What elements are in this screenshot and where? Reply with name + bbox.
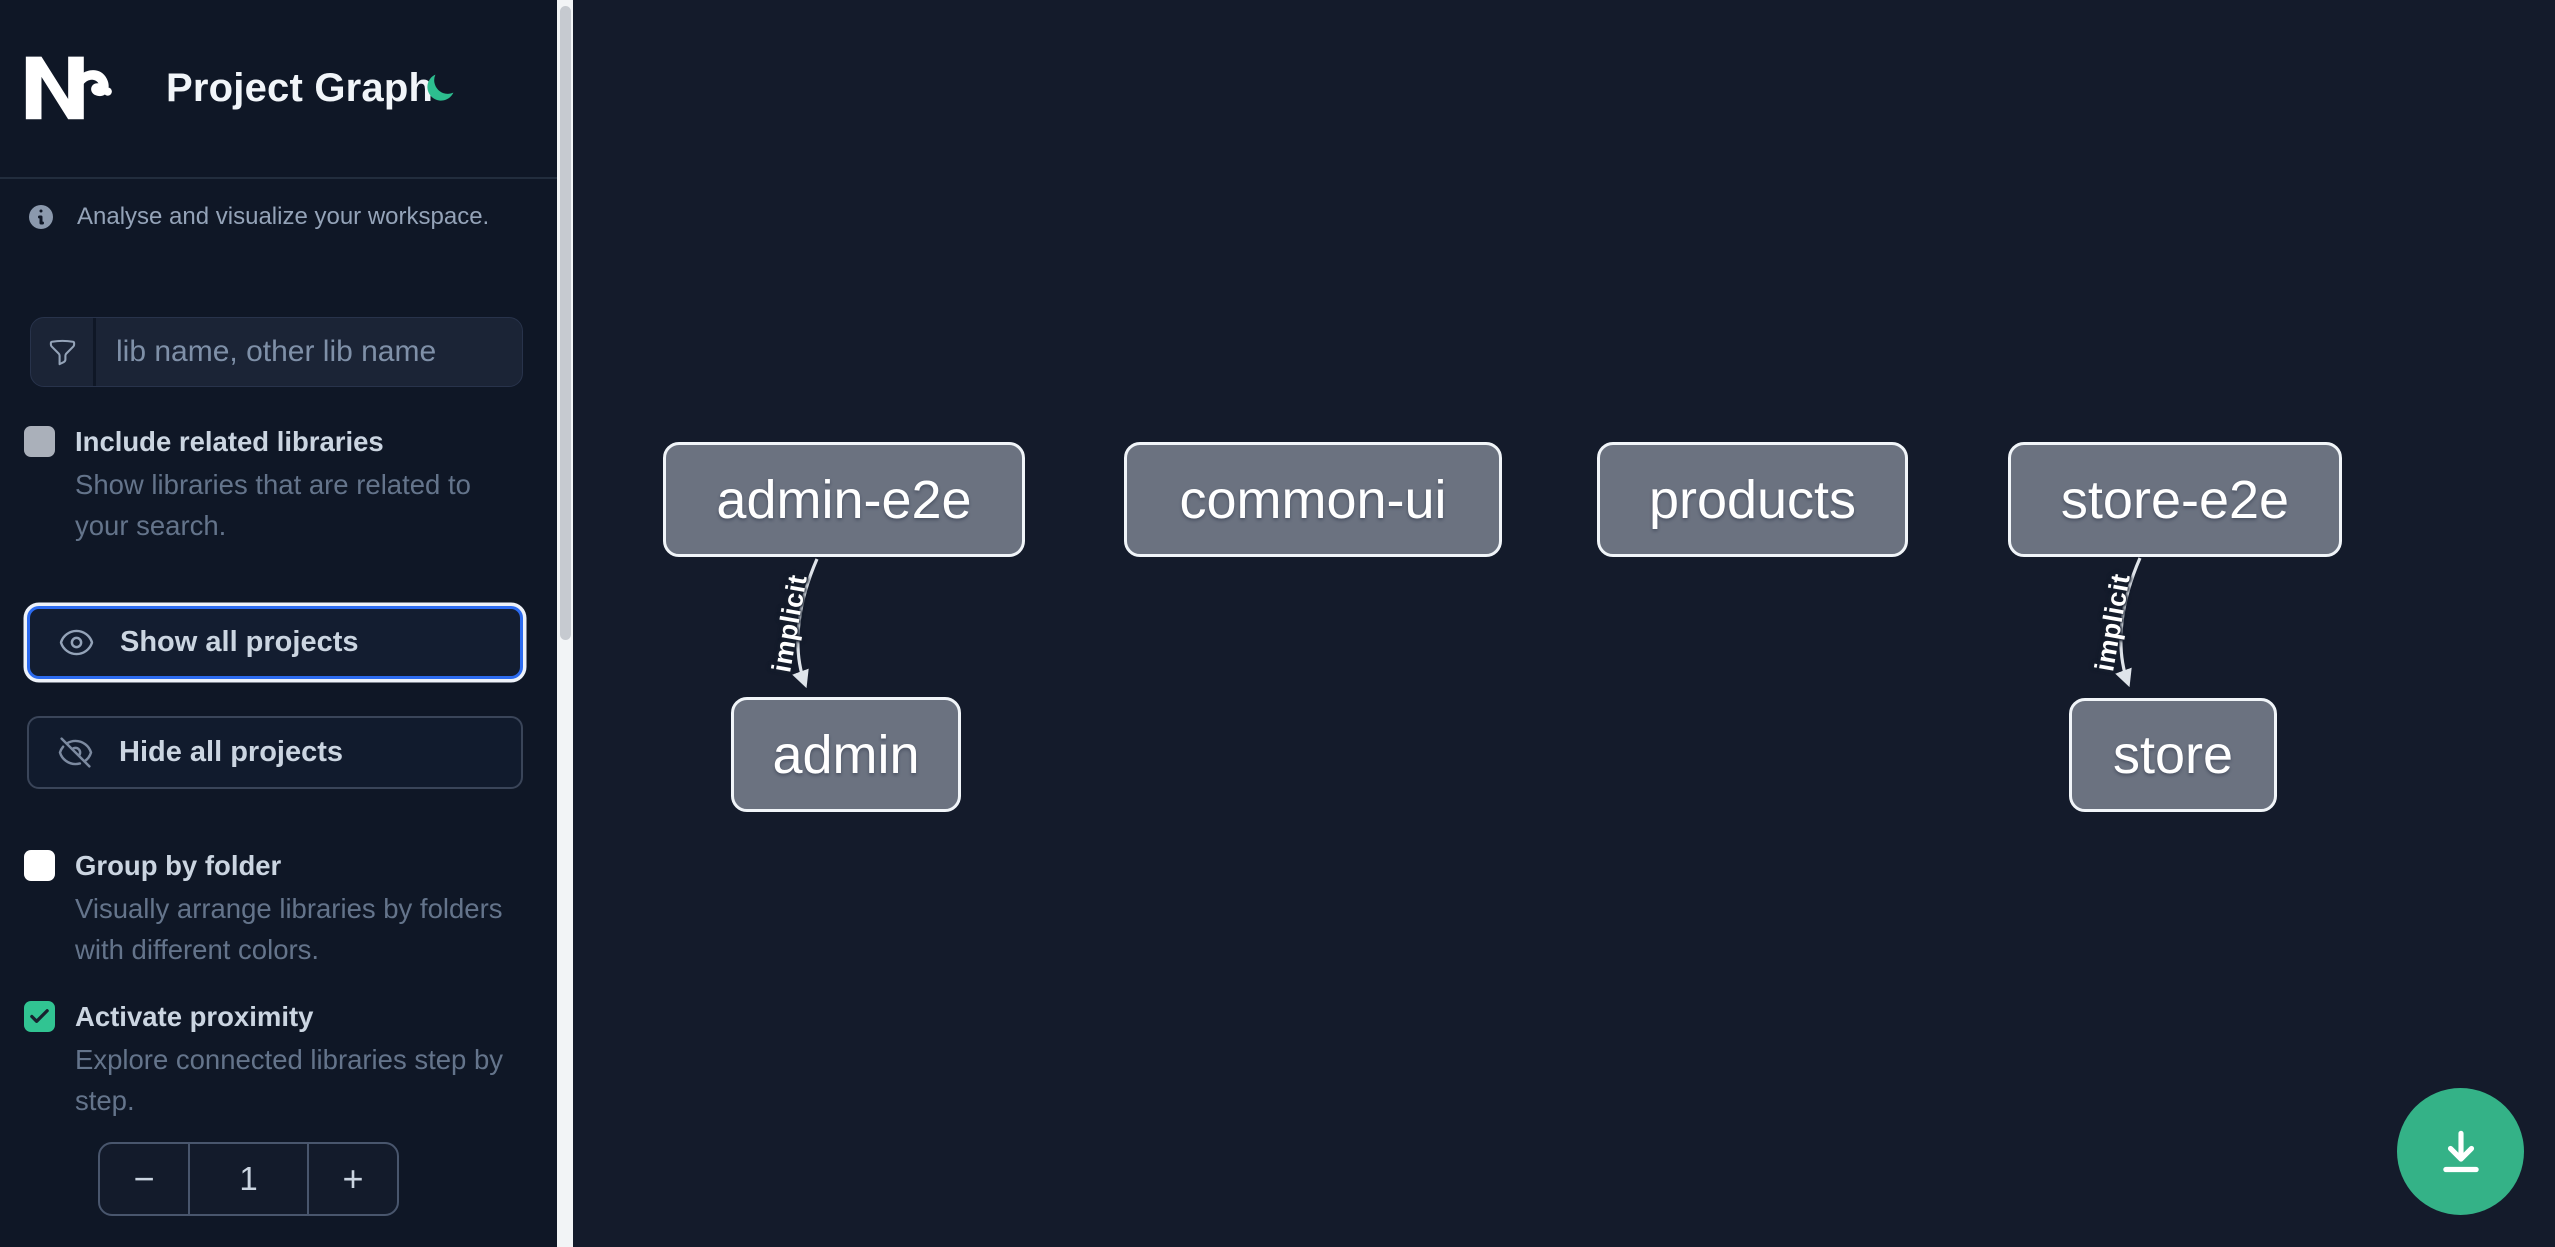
theme-toggle-moon-icon[interactable] [424,70,458,104]
include-related-label: Include related libraries [75,426,384,457]
group-by-folder-description: Visually arrange libraries by folders wi… [75,893,503,965]
activate-proximity-label: Activate proximity [75,1001,314,1032]
activate-proximity-description: Explore connected libraries step by step… [75,1044,504,1116]
sidebar-scrollbar-thumb[interactable] [559,6,571,640]
header-divider [0,177,557,179]
intro-row: Analyse and visualize your workspace. [26,202,489,232]
show-all-projects-button[interactable]: Show all projects [27,606,523,679]
hide-all-projects-button[interactable]: Hide all projects [27,716,523,789]
include-related-checkbox[interactable] [24,426,55,457]
sidebar-scrollbar-track[interactable] [557,0,573,1247]
sidebar-header: Project Graph [0,0,557,179]
hide-all-projects-label: Hide all projects [119,736,344,768]
filter-field [30,317,523,387]
proximity-decrement-button[interactable]: − [100,1144,188,1214]
nx-logo [25,56,112,120]
page-title: Project Graph [166,66,434,110]
graph-node-common-ui[interactable]: common-ui [1124,442,1502,557]
eye-icon [59,629,94,656]
graph-node-admin-e2e[interactable]: admin-e2e [663,442,1025,557]
group-by-folder-label: Group by folder [75,850,282,881]
download-icon [2442,1130,2479,1172]
graph-node-store[interactable]: store [2069,698,2277,812]
show-all-projects-label: Show all projects [120,626,359,658]
graph-node-products[interactable]: products [1597,442,1908,557]
graph-node-admin[interactable]: admin [731,697,961,812]
graph-node-store-e2e[interactable]: store-e2e [2008,442,2342,557]
funnel-icon [31,318,96,386]
proximity-increment-button[interactable]: + [309,1144,397,1214]
include-related-description: Show libraries that are related to your … [75,469,471,541]
proximity-stepper: − 1 + [98,1142,399,1216]
download-image-button[interactable] [2397,1088,2524,1215]
sidebar: Project Graph Analyse and visualize your… [0,0,557,1247]
group-by-folder-checkbox[interactable] [24,850,55,881]
intro-text: Analyse and visualize your workspace. [77,203,490,230]
graph-canvas[interactable] [573,0,2555,1247]
proximity-value: 1 [188,1144,309,1214]
info-icon [29,205,53,229]
activate-proximity-checkbox[interactable] [24,1001,55,1032]
filter-input[interactable] [96,318,522,386]
check-icon [30,1009,49,1023]
eye-slash-icon [58,737,93,768]
